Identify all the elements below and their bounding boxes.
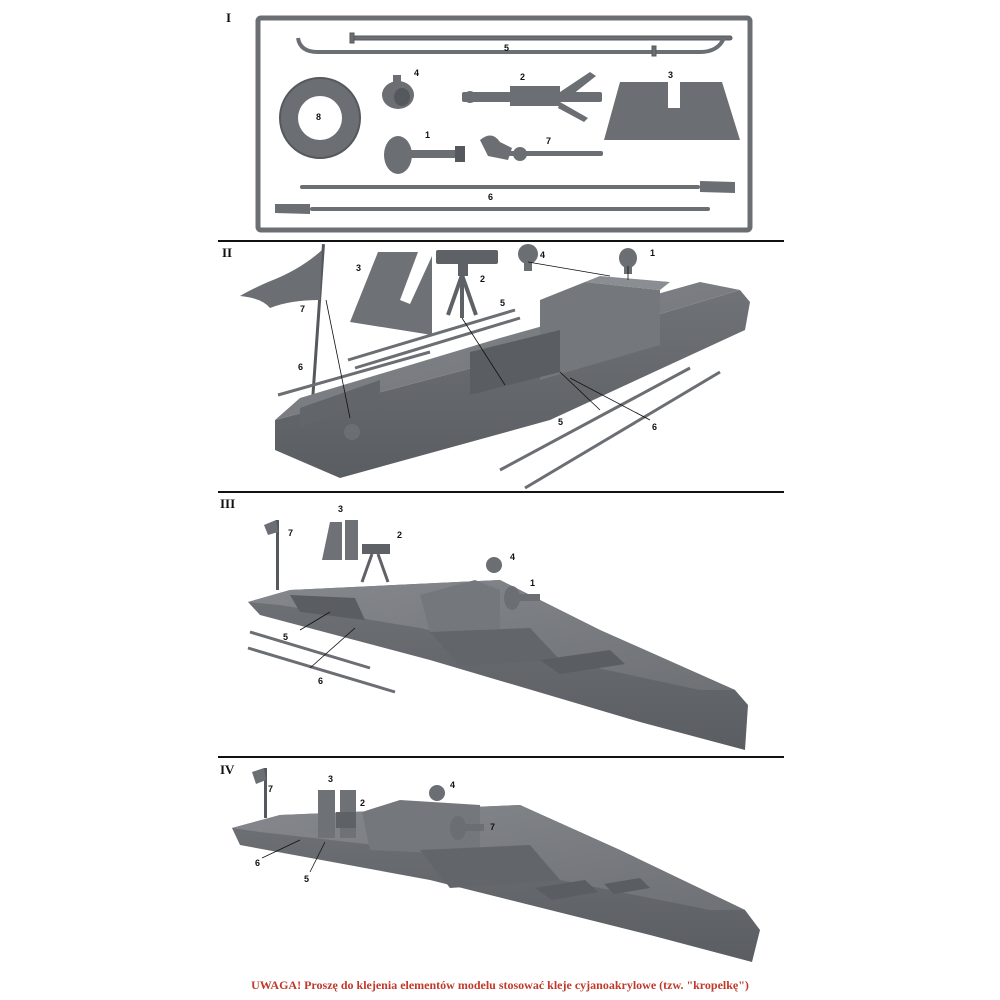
step2-gun — [436, 250, 498, 318]
sprue-num-4: 4 — [414, 68, 419, 78]
step3-rods — [247, 630, 396, 694]
sprue-num-6: 6 — [488, 192, 493, 202]
step2-num-3: 3 — [356, 263, 361, 273]
step4-num-7b: 7 — [490, 822, 495, 832]
step3-num-7: 7 — [288, 528, 293, 538]
step2-num-2: 2 — [480, 274, 485, 284]
step3-num-4: 4 — [510, 552, 515, 562]
divider-1 — [218, 240, 784, 242]
step3-hull — [248, 580, 748, 750]
sprue-part-2 — [462, 72, 602, 122]
divider-3 — [218, 756, 784, 758]
step2-hull — [275, 276, 750, 478]
step4-num-4: 4 — [450, 780, 455, 790]
divider-2 — [218, 491, 784, 493]
sprue-num-7: 7 — [546, 136, 551, 146]
sprue-part-5 — [296, 32, 733, 57]
sprue-num-5: 5 — [504, 43, 509, 53]
step2-shield — [350, 252, 432, 335]
step2-num-7: 7 — [300, 304, 305, 314]
step2-num-6a: 6 — [298, 362, 303, 372]
step4-hull — [232, 800, 760, 962]
step-label-4: IV — [220, 762, 235, 777]
warning-note: UWAGA! Proszę do klejenia elementów mode… — [251, 978, 749, 992]
step2-num-1: 1 — [650, 248, 655, 258]
step3-num-2: 2 — [397, 530, 402, 540]
sprue-part-6 — [275, 181, 735, 214]
sprue-num-2: 2 — [520, 72, 525, 82]
step3-parts — [264, 520, 540, 610]
step3-num-6: 6 — [318, 676, 323, 686]
sprue-part-1 — [384, 136, 465, 174]
sprue-frame — [255, 15, 753, 233]
step4-parts — [252, 768, 484, 840]
step-label-2: II — [222, 245, 233, 260]
step2-num-4: 4 — [540, 250, 545, 260]
step4-num-3: 3 — [328, 774, 333, 784]
step4-num-7a: 7 — [268, 784, 273, 794]
sprue-num-1: 1 — [425, 130, 430, 140]
step2-searchlight — [518, 244, 538, 271]
step3-num-1: 1 — [530, 578, 535, 588]
step2-num-6b: 6 — [652, 422, 657, 432]
step2-flag — [240, 244, 325, 414]
step4-num-2: 2 — [360, 798, 365, 808]
step2-rods — [277, 308, 721, 490]
step2-num-5a: 5 — [500, 298, 505, 308]
sprue-part-7 — [480, 135, 603, 161]
step3-num-3: 3 — [338, 504, 343, 514]
step4-leaders — [261, 839, 326, 873]
step2-leaders — [325, 261, 651, 421]
step2-num-5b: 5 — [558, 417, 563, 427]
sprue-num-3: 3 — [668, 70, 673, 80]
step-label-1: I — [226, 10, 232, 25]
step3-num-5: 5 — [283, 632, 288, 642]
step4-num-6: 6 — [255, 858, 260, 868]
step3-leaders — [299, 611, 356, 669]
step4-num-5: 5 — [304, 874, 309, 884]
sprue-part-4 — [382, 75, 414, 109]
sprue-part-3 — [604, 82, 740, 140]
step-label-3: III — [220, 496, 236, 511]
sprue-num-8: 8 — [316, 112, 321, 122]
sprue-part-8 — [279, 77, 361, 159]
